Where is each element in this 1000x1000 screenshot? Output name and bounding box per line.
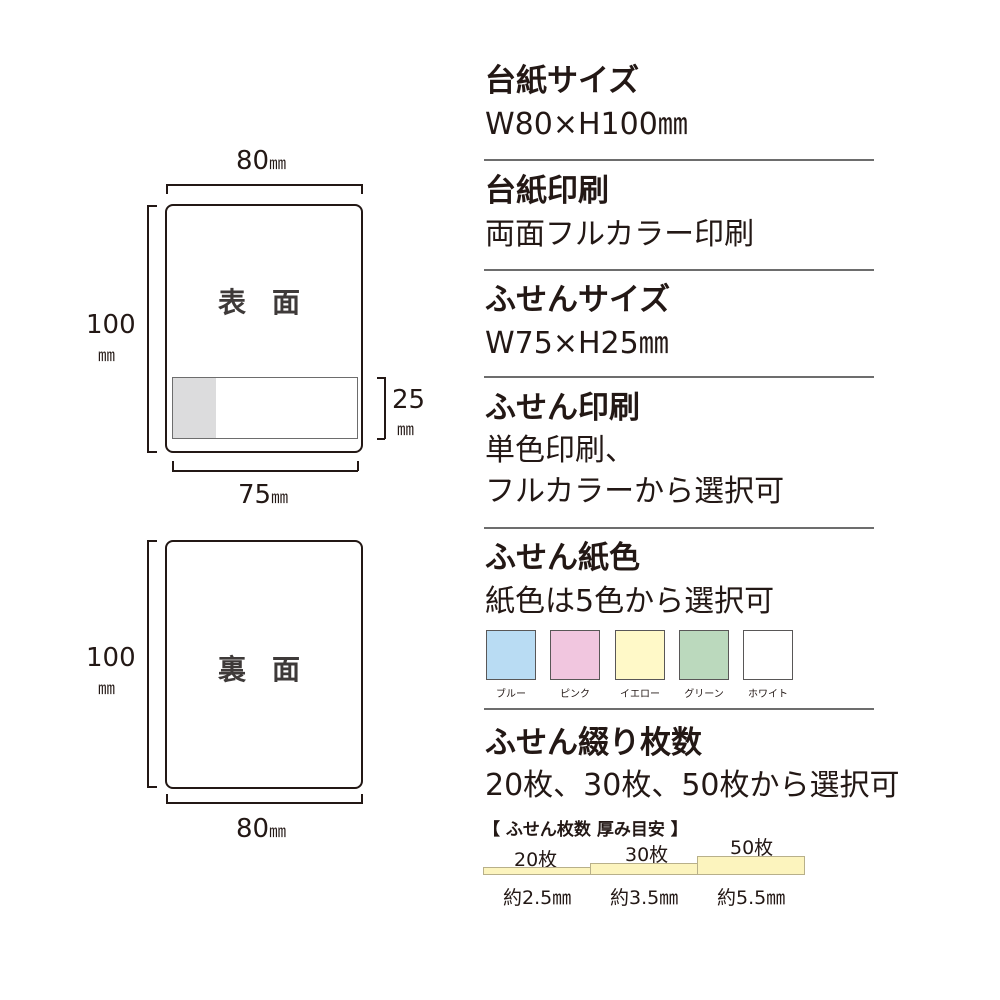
front-width-value: 80 bbox=[236, 146, 270, 176]
swatch-green-label: グリーン bbox=[684, 689, 724, 700]
spec-sheet-count-value: 20枚、30枚、50枚から選択可 bbox=[485, 768, 900, 803]
sticky-height-tick-top bbox=[377, 377, 385, 379]
sticky-width-label: 75㎜ bbox=[238, 482, 288, 508]
pad-50-thickness: 約5.5㎜ bbox=[717, 887, 786, 909]
spec-mount-size-title: 台紙サイズ bbox=[485, 63, 640, 99]
swatch-blue-label: ブルー bbox=[496, 689, 526, 700]
back-width-value: 80 bbox=[236, 814, 270, 844]
front-width-tick-left bbox=[166, 184, 168, 194]
front-card bbox=[165, 204, 363, 453]
spec-paper-color-value: 紙色は5色から選択可 bbox=[485, 584, 775, 619]
back-label: 裏面 bbox=[218, 653, 327, 686]
front-width-tick-right bbox=[361, 184, 363, 194]
front-width-label: 80㎜ bbox=[236, 148, 286, 174]
front-width-line bbox=[166, 184, 362, 186]
pad-20-count: 20枚 bbox=[514, 849, 558, 871]
sticky-width-value: 75 bbox=[238, 480, 272, 510]
front-width-unit: ㎜ bbox=[269, 154, 287, 174]
sticky-width-tick-left bbox=[172, 461, 174, 471]
spec-sheet-count-title: ふせん綴り枚数 bbox=[485, 725, 702, 761]
sticky-height-value: 25 bbox=[392, 385, 426, 415]
front-height-value: 100 bbox=[86, 310, 136, 340]
pad-30 bbox=[590, 863, 698, 875]
separator bbox=[484, 269, 874, 271]
spec-sticky-size-title: ふせんサイズ bbox=[485, 282, 671, 318]
pad-20-thickness: 約2.5㎜ bbox=[503, 887, 572, 909]
pad-30-thickness: 約3.5㎜ bbox=[610, 887, 679, 909]
thickness-guide-title: 【 ふせん枚数 厚み目安 】 bbox=[483, 820, 688, 840]
back-height-tick-top bbox=[147, 540, 157, 542]
spec-sticky-print-value-1: 単色印刷、 bbox=[485, 433, 635, 468]
front-label: 表面 bbox=[218, 286, 327, 319]
spec-sticky-print-title: ふせん印刷 bbox=[485, 390, 640, 426]
swatch-pink-label: ピンク bbox=[560, 689, 590, 700]
swatch-green bbox=[679, 630, 729, 680]
separator bbox=[484, 159, 874, 161]
swatch-white bbox=[743, 630, 793, 680]
pad-50-count: 50枚 bbox=[730, 837, 774, 859]
back-width-unit: ㎜ bbox=[269, 822, 287, 842]
spec-sticky-size-value: W75×H25㎜ bbox=[485, 326, 669, 361]
sticky-height-unit: ㎜ bbox=[397, 420, 414, 440]
back-width-label: 80㎜ bbox=[236, 816, 286, 842]
back-width-tick-right bbox=[361, 794, 363, 804]
pad-20 bbox=[483, 867, 591, 875]
front-height-unit: ㎜ bbox=[98, 346, 115, 366]
sticky-height-tick-bottom bbox=[377, 438, 385, 440]
back-height-tick-bottom bbox=[147, 786, 157, 788]
pad-50 bbox=[697, 856, 805, 875]
sticky-width-line bbox=[172, 470, 358, 472]
separator bbox=[484, 376, 874, 378]
separator bbox=[484, 708, 874, 710]
swatch-pink bbox=[550, 630, 600, 680]
back-height-unit: ㎜ bbox=[98, 679, 115, 699]
back-width-tick-left bbox=[166, 794, 168, 804]
spec-sticky-print-value-2: フルカラーから選択可 bbox=[485, 474, 785, 509]
front-height-tick-top bbox=[147, 205, 157, 207]
spec-mount-print-title: 台紙印刷 bbox=[485, 173, 609, 209]
front-height-tick-bottom bbox=[147, 451, 157, 453]
back-height-line bbox=[147, 540, 149, 787]
sticky-width-tick-right bbox=[357, 461, 359, 471]
front-height-line bbox=[147, 205, 149, 452]
swatch-yellow bbox=[615, 630, 665, 680]
swatch-yellow-label: イエロー bbox=[620, 689, 660, 700]
separator bbox=[484, 527, 874, 529]
swatch-white-label: ホワイト bbox=[748, 689, 788, 700]
pad-30-count: 30枚 bbox=[625, 844, 669, 866]
back-width-line bbox=[166, 802, 362, 804]
spec-paper-color-title: ふせん紙色 bbox=[485, 540, 640, 576]
back-height-value: 100 bbox=[86, 643, 136, 673]
spec-mount-size-value: W80×H100㎜ bbox=[485, 107, 688, 142]
back-card bbox=[165, 540, 363, 789]
sticky-height-line bbox=[384, 377, 386, 439]
sticky-width-unit: ㎜ bbox=[271, 488, 289, 508]
swatch-blue bbox=[486, 630, 536, 680]
front-sticky-note bbox=[172, 377, 358, 439]
sticky-adhesive-area bbox=[173, 378, 216, 438]
spec-mount-print-value: 両面フルカラー印刷 bbox=[485, 217, 755, 252]
